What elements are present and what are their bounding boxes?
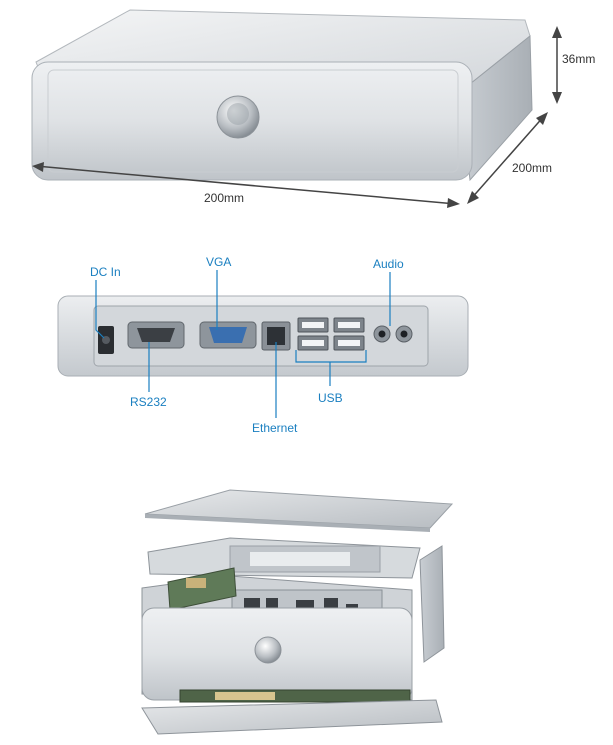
assembled-unit [31, 9, 533, 182]
audio-label: Audio [373, 257, 404, 271]
exploded-power-button-icon [254, 636, 282, 664]
port-callouts [95, 270, 391, 418]
dc-in-label: DC In [90, 265, 121, 279]
usb-label: USB [318, 391, 343, 405]
height-label: 36mm [562, 52, 595, 66]
base-plate [141, 699, 443, 735]
rear-panel [57, 295, 469, 377]
usb-ports [297, 317, 365, 351]
exploded-view [141, 489, 454, 735]
depth-label: 200mm [512, 161, 552, 175]
ethernet-label: Ethernet [252, 421, 298, 435]
rs232-label: RS232 [130, 395, 167, 409]
width-dimension: 200mm [32, 162, 460, 208]
width-label: 200mm [204, 191, 244, 205]
vga-label: VGA [206, 255, 231, 269]
depth-dimension: 200mm [467, 112, 552, 204]
top-lid [144, 489, 454, 529]
height-dimension: 36mm [552, 26, 595, 104]
audio-ports [373, 325, 413, 343]
